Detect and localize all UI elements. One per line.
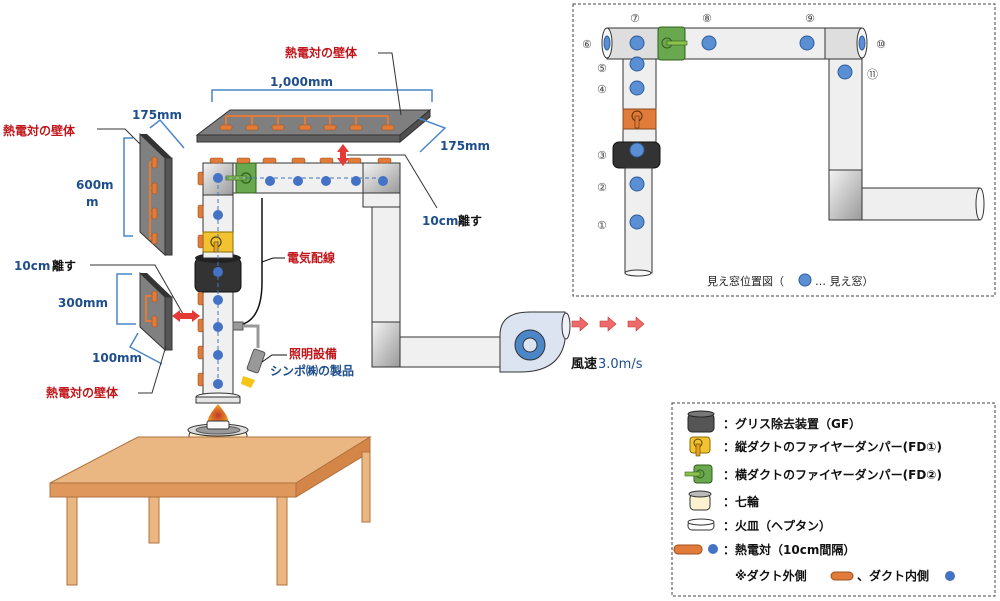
legend-label-shichirin: ：七輪 [723,494,760,509]
thermocouple-wall-left [139,132,173,257]
leader-line [347,154,438,209]
electric-wire [239,198,263,326]
legend-label-gf: ：グリス除去装置（GF） [723,416,861,431]
leader-line [261,354,287,363]
legend-note-middle: 、ダクト内側 [857,568,929,583]
gap-10cm-right-txt: 離す [458,213,482,228]
flame [207,404,229,423]
exhaust-fan [499,311,571,373]
leader-line [90,264,184,315]
legend-label-fd2: ：横ダクトのファイヤーダンパー(FD②) [723,467,942,482]
legend-label-fire-dish: ：火皿（ヘプタン） [723,518,831,533]
outer-thermocouple-icon [830,571,854,581]
wall-label-bottom: 熱電対の壁体 [46,385,119,400]
horizontal-fire-damper-icon [684,464,713,484]
dim-1000-label: 1,000mm [270,75,333,89]
window-9-label: ⑨ [805,12,815,25]
dimension-bracket-175-top [417,117,447,153]
dimension-bracket-300 [116,273,136,325]
leader-line [97,128,141,145]
legend-label-thermocouple: ：熱電対（10cm間隔） [723,542,855,557]
dim-300-label: 300mm [58,296,108,310]
leader-line [378,52,402,116]
window-position-inset: ① ② ③ ④ ⑤ ⑥ ⑦ ⑧ ⑨ ⑩ ⑪ 見え窓位置図（ … 見え窓） [572,3,996,297]
dimension-bracket-1000 [211,89,433,102]
dim-600-label-line2: m [86,195,99,209]
dim-175-top-label: 175mm [440,139,490,153]
airflow-arrows [571,316,645,332]
legend-note-prefix: ※ダクト外側 [735,568,807,583]
vertical-fire-damper-icon [689,436,711,457]
thermocouple-wall-top [195,108,432,144]
fire-dish-icon [687,518,715,531]
gap-arrow-left [172,310,200,322]
shichirin-icon [688,490,712,511]
legend-label-fd1: ：縦ダクトのファイヤーダンパー(FD①) [723,439,942,454]
wall-label-top: 熱電対の壁体 [285,45,358,60]
leader-line [261,257,285,263]
wind-speed-value: 3.0m/s [598,357,643,372]
gap-10cm-right-num: 10cm [422,214,458,228]
inset-caption-left: 見え窓位置図（ [707,274,784,288]
window-4-label: ④ [597,83,607,96]
leader-line [138,345,167,394]
lighting-fixture [232,321,266,388]
inset-caption-right: … 見え窓） [815,274,874,288]
gap-arrow-top [337,144,349,166]
window-5-label: ⑤ [597,62,607,75]
wall-label-left: 熱電対の壁体 [3,123,76,138]
lighting-label-line1: 照明設備 [289,346,337,361]
dimension-bracket-100 [128,332,163,365]
window-1-label: ① [597,219,607,232]
wind-speed-prefix: 風速 [571,356,597,372]
thermocouples-inner [213,173,388,389]
dim-600-label-line1: 600m [76,178,114,192]
inner-thermocouple-icon [945,571,955,581]
gap-10cm-left-txt: 離す [52,258,76,273]
gap-10cm-left-num: 10cm [14,259,50,273]
window-8-label: ⑧ [702,12,712,25]
dimension-bracket-175-left [149,118,185,149]
table [49,436,372,586]
electric-wiring-label: 電気配線 [287,250,335,265]
window-6-label: ⑥ [582,38,592,51]
window-7-label: ⑦ [630,12,640,25]
window-10-label: ⑩ [876,38,886,51]
thermocouple-wall-lower [139,271,173,352]
dim-175-left-label: 175mm [132,108,182,122]
thermocouples-outer [197,157,392,387]
window-2-label: ② [597,181,607,194]
window-legend-icon [798,273,812,287]
lighting-label-line2: シンポ㈱の製品 [270,363,354,378]
thermocouple-icon [673,544,718,555]
grease-filter-icon [687,410,715,433]
legend: ：グリス除去装置（GF） ：縦ダクトのファイヤーダンパー(FD①) ：横ダクトの… [671,402,996,597]
window-3-label: ③ [597,149,607,162]
window-11-label: ⑪ [867,68,878,81]
dim-100-label: 100mm [92,351,142,365]
dimension-bracket-600 [123,137,133,237]
